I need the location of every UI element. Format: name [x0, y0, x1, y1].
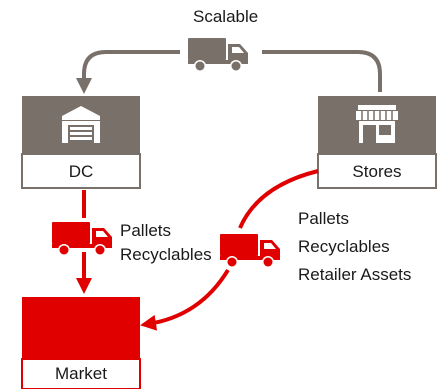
dc-label: DC	[68, 162, 94, 181]
stores-flow-item: Recyclables	[298, 237, 390, 256]
stores-label: Stores	[352, 162, 402, 181]
scalable-flow-line	[262, 50, 382, 92]
scalable-label: Scalable	[193, 7, 259, 26]
scalable-flow-arrow	[76, 50, 180, 94]
stores-market-line	[238, 169, 319, 229]
gray-truck-icon	[188, 38, 248, 72]
red-truck-icon-stores	[220, 234, 280, 268]
red-truck-icon-dc	[52, 222, 112, 256]
dc-flow-item: Pallets	[120, 221, 172, 240]
stores-flow-item: Retailer Assets	[298, 265, 412, 284]
storefront-icon	[356, 105, 398, 143]
market-label: Market	[55, 364, 107, 383]
stores-node	[317, 96, 437, 189]
dc-flow-item: Recyclables	[120, 245, 212, 264]
dc-node	[21, 96, 141, 189]
stores-market-arrow	[140, 268, 230, 331]
warehouse-icon	[62, 106, 100, 143]
market-node	[21, 297, 141, 389]
stores-flow-item: Pallets	[298, 209, 350, 228]
